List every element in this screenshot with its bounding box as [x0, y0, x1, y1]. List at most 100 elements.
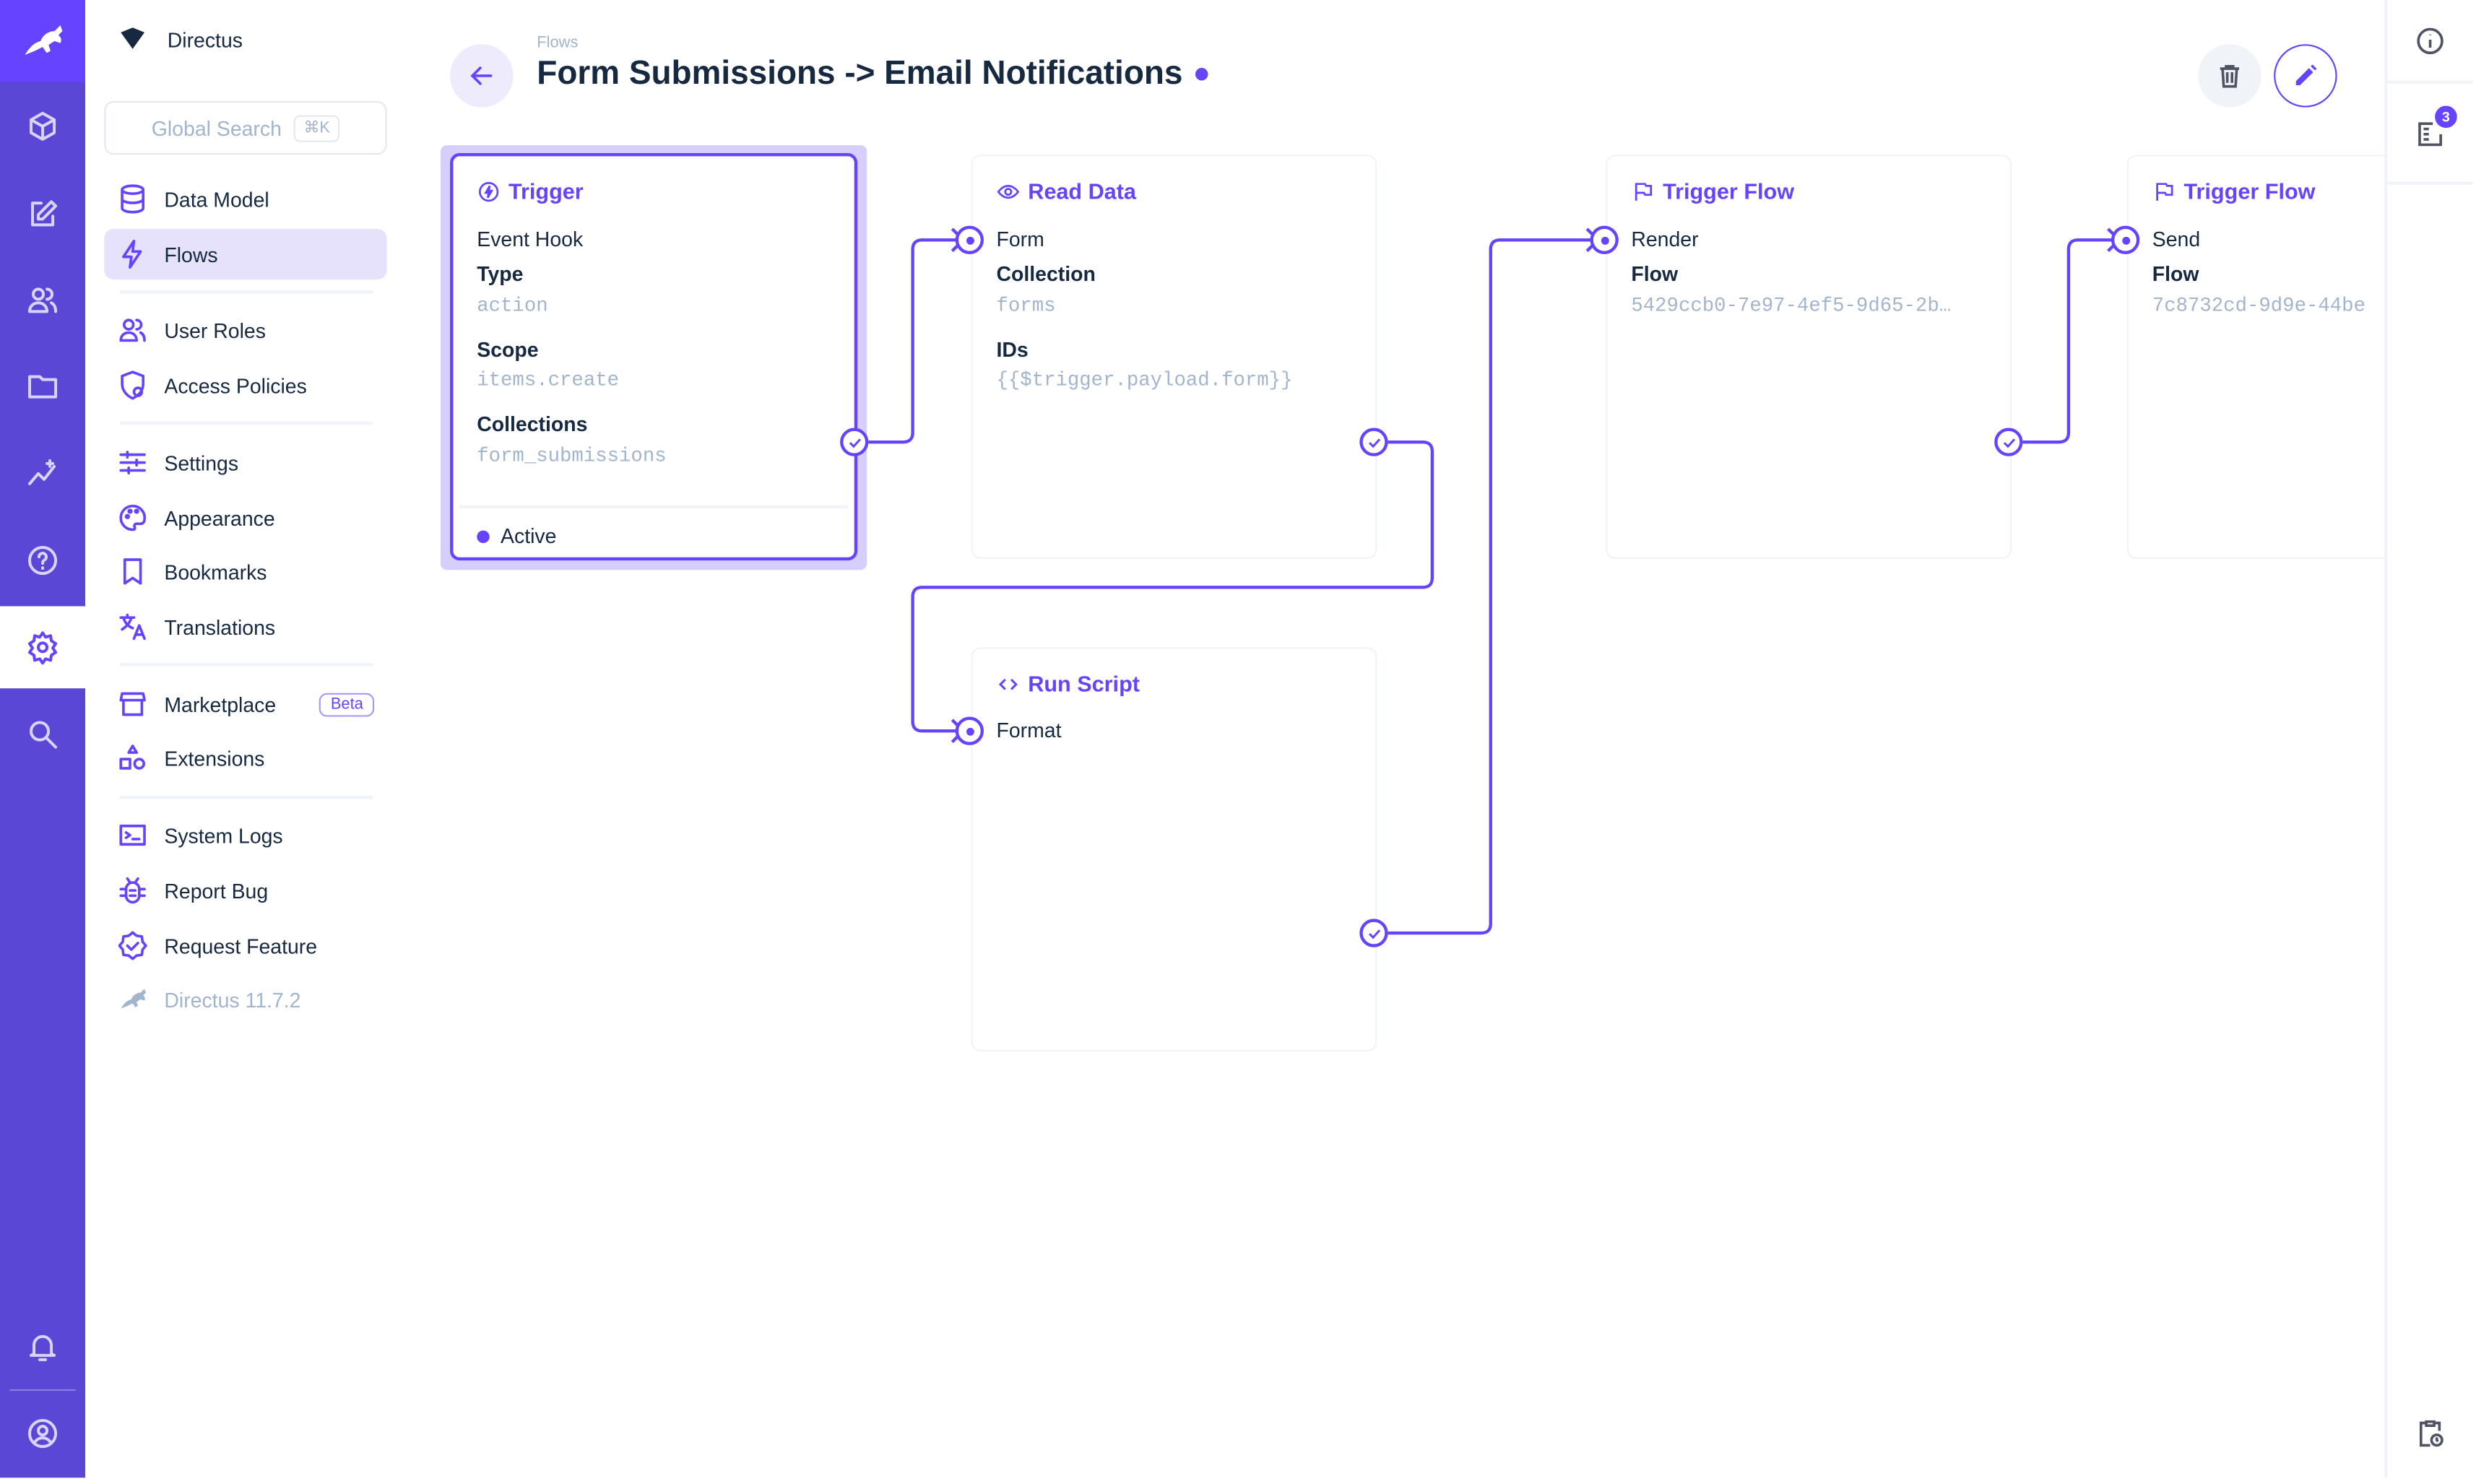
info-button[interactable] [2387, 0, 2473, 84]
status-dot [1195, 68, 1208, 81]
nav-label: Flows [164, 242, 218, 266]
flag-icon [2156, 182, 2173, 200]
field-value: 7c8732cd-9d9e-44be [2152, 295, 2365, 318]
clipboard-button[interactable] [2388, 1408, 2473, 1459]
operation-name: Format [996, 718, 1062, 742]
content-icon[interactable] [0, 85, 85, 168]
card-divider [459, 505, 848, 508]
directus-logo-icon[interactable] [0, 0, 86, 82]
nav-divider [120, 290, 373, 294]
nav-item-system-logs[interactable]: System Logs [104, 810, 386, 861]
translate-icon [119, 613, 146, 641]
files-icon[interactable] [0, 346, 85, 428]
bookmark-icon [123, 558, 142, 585]
status-dot [477, 530, 490, 544]
delete-button[interactable] [2198, 44, 2261, 108]
project-logo-icon [121, 27, 145, 49]
user-avatar-icon[interactable] [0, 1392, 85, 1475]
nav-item-bookmarks[interactable]: Bookmarks [104, 546, 386, 596]
back-button[interactable] [450, 44, 514, 108]
nav-item-settings[interactable]: Settings [104, 438, 386, 488]
operation-name: Form [996, 227, 1044, 251]
nav-label: Directus 11.7.2 [164, 987, 301, 1012]
input-handle[interactable] [2111, 225, 2140, 254]
nav-label: Bookmarks [164, 560, 267, 583]
check-icon [1367, 438, 1380, 448]
nav-item-marketplace[interactable]: Marketplace Beta [104, 679, 386, 729]
notification-badge: 3 [2435, 105, 2457, 129]
nav-divider [120, 795, 373, 799]
field-value: 5429ccb0-7e97-4ef5-9d65-2b… [1631, 295, 1952, 318]
notifications-icon[interactable] [0, 1306, 85, 1388]
field-value: items.create [477, 369, 620, 392]
field-label: Collections [477, 412, 588, 436]
field-label: IDs [996, 337, 1029, 362]
run-script-title: Run Script [996, 671, 1140, 697]
help-icon[interactable] [0, 519, 85, 602]
users-icon [119, 318, 146, 342]
input-handle[interactable] [955, 225, 984, 254]
header-spacer [410, 145, 2385, 147]
shapes-icon [119, 745, 145, 770]
insights-icon[interactable] [0, 433, 85, 515]
nav-item-report-bug[interactable]: Report Bug [104, 865, 386, 916]
bug-icon [119, 877, 146, 904]
field-label: Scope [477, 337, 539, 362]
resolve-handle[interactable] [1359, 919, 1388, 947]
revisions-button[interactable]: 3 [2387, 87, 2473, 185]
run-script-card[interactable]: Run Script Format [971, 647, 1377, 1052]
nav-item-appearance[interactable]: Appearance [104, 493, 386, 543]
input-handle[interactable] [1590, 225, 1619, 254]
trigger-flow-send-card[interactable]: Trigger Flow Send Flow 7c8732cd-9d9e-44b… [2126, 155, 2385, 559]
nav-item-data-model[interactable]: Data Model [104, 173, 386, 224]
nav-item-user-roles[interactable]: User Roles [104, 305, 386, 355]
search-shortcut: ⌘K [294, 114, 340, 142]
trigger-type: Event Hook [477, 227, 584, 251]
edit-icon[interactable] [0, 173, 85, 256]
navigation-panel: Directus Global Search ⌘K Data Model Flo… [85, 0, 411, 1478]
input-handle[interactable] [955, 716, 984, 745]
clipboard-clock-icon [2419, 1420, 2443, 1447]
nav-label: Appearance [164, 505, 275, 530]
page-title-text: Form Submissions -> Email Notifications [537, 55, 1183, 92]
check-icon [2002, 438, 2014, 448]
info-icon [2417, 27, 2443, 53]
beta-badge: Beta [319, 692, 375, 716]
card-title: Trigger Flow [2183, 178, 2316, 204]
nav-item-translations[interactable]: Translations [104, 602, 386, 652]
search-icon[interactable] [0, 693, 85, 776]
read-data-title: Read Data [996, 178, 1136, 204]
card-title: Run Script [1028, 671, 1140, 697]
trigger-flow-render-card[interactable]: Trigger Flow Render Flow 5429ccb0-7e97-4… [1606, 155, 2012, 559]
resolve-handle[interactable] [1359, 428, 1388, 456]
nav-item-version[interactable]: Directus 11.7.2 [104, 974, 386, 1025]
field-value: forms [996, 295, 1056, 318]
breadcrumb[interactable]: Flows [537, 35, 579, 53]
resolve-handle[interactable] [840, 428, 869, 456]
read-data-card[interactable]: Read Data Form Collection forms IDs {{$t… [971, 155, 1377, 559]
field-value: {{$trigger.payload.form}} [996, 369, 1293, 392]
field-label: Flow [1631, 261, 1679, 286]
field-label: Flow [2152, 261, 2199, 286]
edit-button[interactable] [2274, 44, 2337, 108]
trigger-card[interactable]: Trigger Event Hook Type action Scope ite… [450, 153, 858, 561]
sidebar-right: 3 [2384, 0, 2473, 1478]
check-icon [848, 438, 860, 448]
sliders-icon [119, 451, 146, 474]
nav-item-request-feature[interactable]: Request Feature [104, 921, 386, 971]
users-icon[interactable] [0, 259, 85, 342]
global-search-input[interactable]: Global Search ⌘K [104, 100, 387, 155]
nav-item-access-policies[interactable]: Access Policies [104, 360, 386, 410]
directus-logo-icon [121, 989, 146, 1009]
nav-item-extensions[interactable]: Extensions [104, 732, 386, 783]
field-label: Collection [996, 261, 1096, 286]
project-brand[interactable]: Directus [113, 25, 243, 53]
nav-item-flows[interactable]: Flows [104, 228, 387, 279]
resolve-handle[interactable] [1994, 428, 2023, 456]
nav-divider [120, 663, 373, 667]
project-name: Directus [167, 27, 243, 52]
dot-icon [1600, 235, 1609, 244]
module-bar [0, 0, 86, 1478]
nav-label: Marketplace [164, 692, 277, 716]
settings-icon[interactable] [0, 606, 86, 689]
